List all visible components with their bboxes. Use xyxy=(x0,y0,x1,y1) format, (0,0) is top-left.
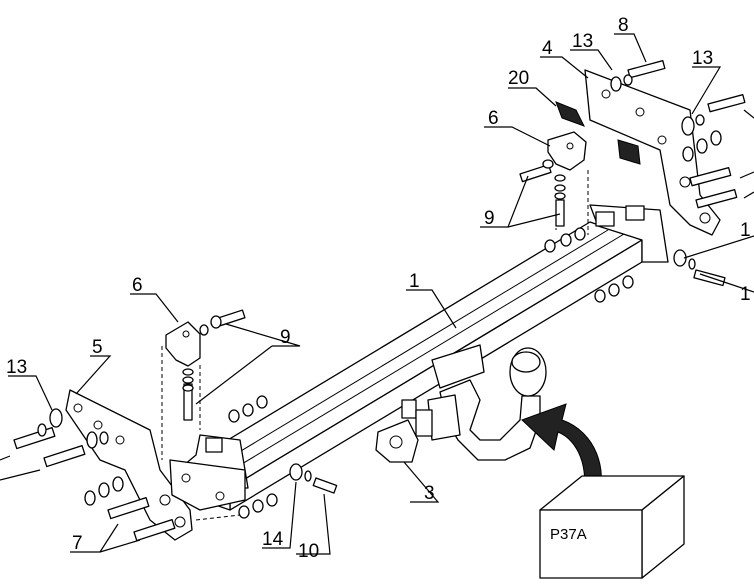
callout-4: 4 xyxy=(542,38,553,59)
socket-plate xyxy=(375,399,433,463)
callout-9-right: 9 xyxy=(484,208,495,229)
leader-lines xyxy=(0,33,754,555)
callout-7: 7 xyxy=(72,533,83,554)
left-bracket xyxy=(165,321,201,367)
washers-and-nuts xyxy=(37,74,722,519)
callout-1-right-partial: 1 xyxy=(740,284,751,305)
right-side-plate xyxy=(584,69,721,236)
callout-5: 5 xyxy=(92,337,103,358)
callout-13-right: 13 xyxy=(692,48,713,69)
towball-neck xyxy=(427,344,547,461)
callout-14-right-partial: 1 xyxy=(740,220,751,241)
callout-14: 14 xyxy=(262,529,284,550)
callout-1: 1 xyxy=(409,271,420,292)
product-box: P37A xyxy=(539,475,685,579)
product-box-label: P37A xyxy=(550,526,587,543)
callout-13-left: 13 xyxy=(6,357,27,378)
callout-3: 3 xyxy=(424,483,435,504)
clip-part-20 xyxy=(555,101,641,165)
callout-6-left: 6 xyxy=(132,275,143,296)
mount-hole xyxy=(215,491,225,501)
callout-6-right: 6 xyxy=(488,108,499,129)
curved-arrow-icon xyxy=(521,403,602,501)
callout-10: 10 xyxy=(298,541,319,562)
left-mount-plate xyxy=(169,459,246,511)
mount-hole xyxy=(181,473,191,483)
callout-13-top: 13 xyxy=(572,31,593,52)
callout-8: 8 xyxy=(618,15,629,36)
right-bracket xyxy=(547,131,587,171)
callout-20: 20 xyxy=(508,68,529,89)
callout-9-left: 9 xyxy=(280,327,291,348)
